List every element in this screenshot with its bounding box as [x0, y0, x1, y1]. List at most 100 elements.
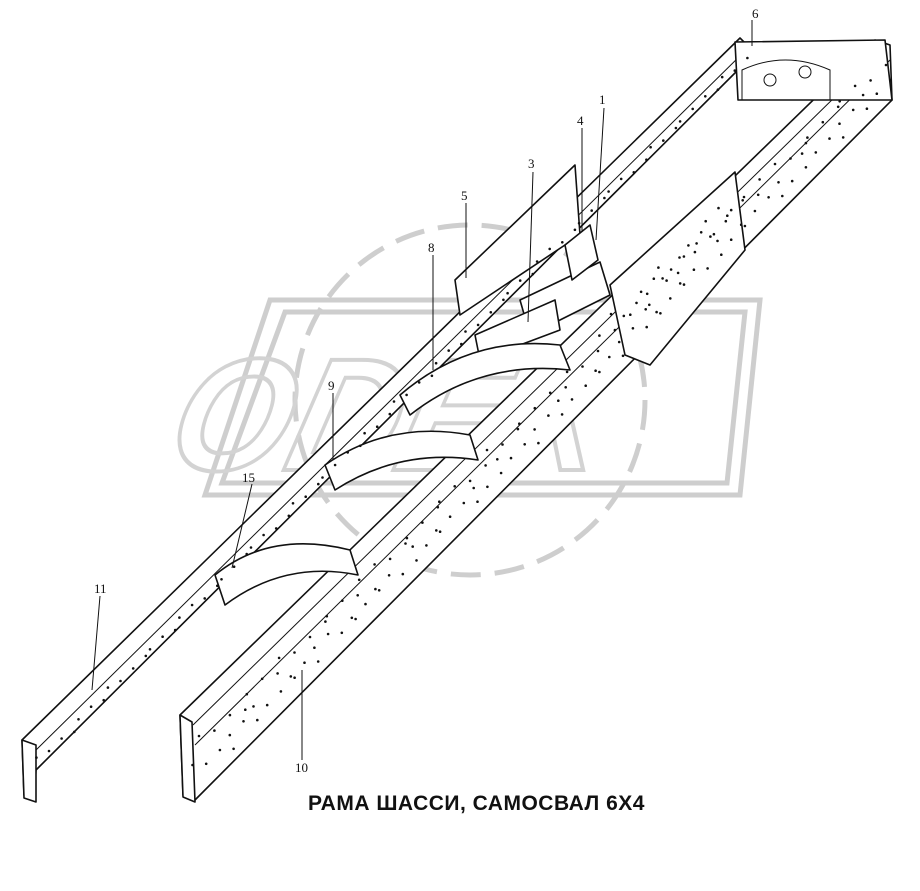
rivet-dot: [144, 654, 148, 658]
rivet-dot: [564, 386, 567, 389]
rivet-dot: [277, 656, 281, 660]
rivet-dot: [691, 107, 694, 111]
rivet-dot: [814, 151, 818, 154]
rivet-dot: [739, 223, 743, 226]
rivet-dot: [303, 661, 306, 664]
rivet-dot: [218, 748, 222, 752]
rivet-dot: [548, 247, 551, 251]
rivet-dot: [758, 178, 761, 181]
rivet-dot: [639, 290, 643, 294]
rivet-dot: [742, 195, 746, 199]
rivet-dot: [767, 196, 770, 199]
rivet-dot: [695, 242, 698, 245]
rivet-dot: [516, 427, 520, 431]
rivet-dot: [726, 214, 729, 217]
front-cross-member: [734, 39, 893, 101]
callout-10: 10: [295, 760, 308, 775]
rivet-dot: [609, 312, 613, 316]
rivet-dot: [499, 471, 503, 475]
rivet-dot: [729, 238, 733, 241]
rivet-dot: [447, 349, 451, 352]
rivet-dot: [438, 530, 442, 533]
rivet-dot: [724, 219, 728, 223]
rivet-dot: [645, 292, 649, 296]
rivet-dot: [753, 209, 757, 213]
rivet-dot: [228, 713, 232, 717]
rivet-dot: [468, 479, 472, 483]
rivet-dot: [716, 239, 719, 243]
rivet-dot: [484, 464, 487, 467]
rivet-dot: [657, 266, 660, 269]
rivet-dot: [203, 597, 206, 600]
callout-6: 6: [752, 6, 759, 21]
rivet-dot: [613, 328, 617, 332]
callout-4: 4: [577, 113, 584, 128]
rivet-dot: [317, 482, 320, 486]
rivet-dot: [729, 208, 733, 212]
rivet-dot: [590, 209, 593, 212]
rivet-dot: [173, 628, 177, 632]
rivet-dot: [435, 529, 438, 532]
rivet-dot: [533, 428, 536, 431]
rivet-dot: [346, 451, 350, 454]
rivet-dot: [687, 244, 690, 247]
left-frame-rail: [21, 37, 749, 803]
rivet-dot: [828, 137, 831, 140]
rivet-dot: [265, 703, 269, 707]
rivet-dot: [678, 282, 682, 285]
rivet-dot: [676, 271, 680, 275]
rivet-dot: [635, 301, 638, 305]
rivet-dot: [573, 228, 577, 232]
rivet-dot: [561, 241, 564, 244]
rivet-dot: [773, 162, 777, 166]
rivet-dot: [245, 552, 248, 556]
rivet-dot: [800, 152, 804, 155]
rivet-dot: [220, 578, 223, 581]
rivet-dot: [249, 546, 253, 549]
rivet-dot: [388, 557, 392, 561]
rivet-dot: [501, 443, 504, 446]
rivet-dot: [581, 365, 584, 368]
rivet-dot: [354, 617, 357, 621]
rivet-dot: [577, 221, 581, 225]
rivet-dot: [652, 277, 656, 281]
rivet-dot: [704, 95, 707, 98]
rivet-dot: [417, 381, 421, 384]
rivet-dot: [678, 256, 681, 259]
rivet-dot: [415, 559, 418, 562]
callout-8: 8: [428, 240, 435, 255]
rivet-dot: [460, 342, 463, 346]
rivet-dots: [35, 56, 892, 767]
rivet-dot: [401, 572, 405, 576]
rivet-dot: [89, 705, 93, 708]
callout-1: 1: [599, 92, 606, 107]
rivet-dot: [213, 729, 216, 732]
rivet-dot: [287, 514, 291, 518]
rivet-dot: [411, 545, 415, 548]
rivet-dot: [644, 308, 647, 311]
rivet-dot: [304, 495, 308, 499]
rivet-dot: [821, 120, 825, 124]
rivet-dot: [421, 521, 424, 524]
rivet-dot: [560, 413, 564, 416]
rivet-dot: [73, 730, 76, 734]
rivet-dot: [364, 602, 367, 606]
callout-leaders: [91, 20, 753, 760]
rivet-dot: [674, 126, 678, 130]
rivet-dot: [341, 599, 344, 602]
rivet-dot: [252, 705, 255, 708]
rivet-dot: [682, 283, 686, 286]
rivet-dot: [509, 456, 513, 460]
rivet-dot: [260, 677, 264, 681]
rivet-dot: [678, 120, 682, 123]
rivet-dot: [363, 431, 366, 435]
rivet-dot: [289, 675, 293, 678]
rivet-dot: [804, 141, 808, 145]
rivet-dot: [178, 616, 181, 619]
rivet-dot: [204, 762, 208, 766]
rivet-dot: [102, 698, 105, 702]
rivet-dot: [865, 107, 869, 110]
callout-5: 5: [461, 188, 468, 203]
callout-15: 15: [242, 470, 255, 485]
rivet-dot: [244, 708, 247, 711]
